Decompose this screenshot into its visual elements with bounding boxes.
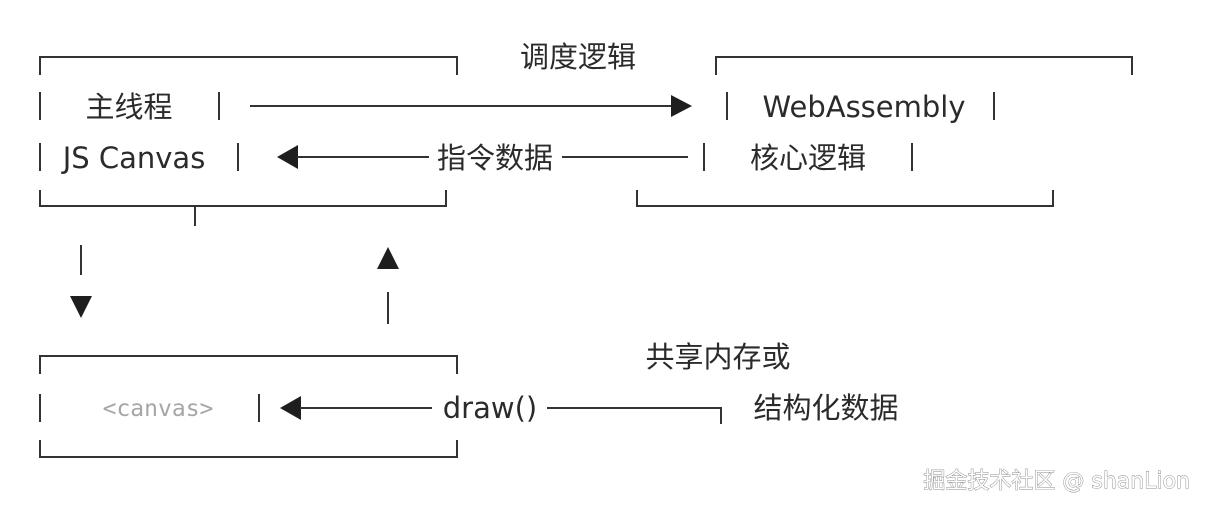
instruction-data-label: 指令数据 (437, 141, 553, 175)
draw-call-label: draw() (443, 391, 537, 425)
js-canvas-label: JS Canvas (61, 141, 206, 175)
arrow-instruction-data (277, 145, 688, 169)
main-thread-box (39, 56, 458, 226)
webassembly-label: WebAssembly (763, 90, 966, 124)
arrow-to-webassembly (250, 95, 692, 117)
arrow-draw-to-canvas (280, 396, 722, 424)
canvas-element-label: <canvas> (103, 396, 214, 422)
main-thread-label: 主线程 (85, 90, 172, 124)
schedule-logic-label: 调度逻辑 (520, 40, 636, 74)
shared-memory-label: 共享内存或 (645, 340, 790, 374)
structured-data-label: 结构化数据 (753, 391, 898, 425)
watermark: 掘金技术社区 @ shanLion (923, 469, 1190, 494)
arrow-up-from-draw (377, 247, 399, 324)
canvas-box (39, 355, 458, 458)
webassembly-box (636, 56, 1133, 207)
arrow-down-to-canvas (70, 245, 92, 318)
core-logic-label: 核心逻辑 (750, 141, 866, 175)
